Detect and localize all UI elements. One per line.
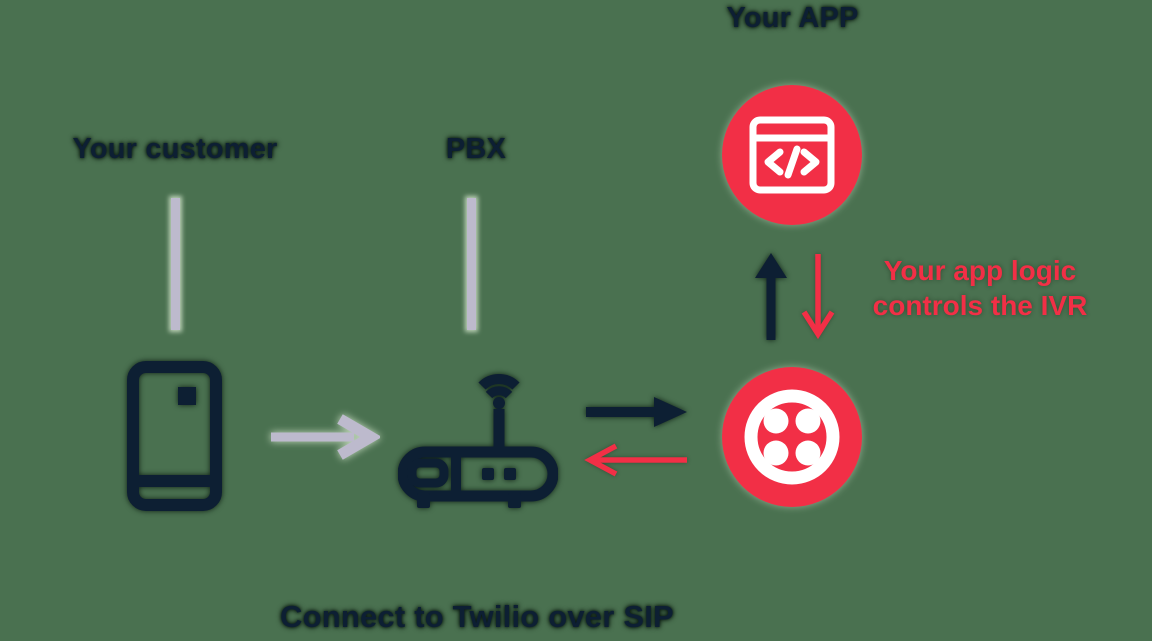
annotation-app-logic-line2: controls the IVR [872,290,1088,321]
label-your-customer: Your customer [72,133,278,165]
app-node-circle [722,85,862,225]
phone-camera-dot [178,387,196,405]
wifi-arc-outer [478,373,520,390]
label-pbx: PBX [445,133,507,165]
label-your-app: Your APP [726,2,859,34]
diagram-caption: Connect to Twilio over SIP [280,599,674,634]
twilio-logo [744,389,840,485]
mobile-phone-icon [127,361,222,511]
dark-arrow-up-icon [755,253,787,340]
code-browser-icon [749,116,835,194]
connector-line-pbx [467,198,476,330]
dark-arrow-right-icon [586,397,687,427]
connector-line-customer [171,198,180,330]
wifi-arc-inner [485,386,513,399]
annotation-app-logic-line1: Your app logic [883,255,1077,286]
red-arrow-down-icon [801,254,835,340]
code-angle-left [764,148,784,176]
router-icon [398,373,558,508]
light-arrow-right-icon [271,414,380,460]
twilio-node-circle [722,367,862,507]
annotation-app-logic: Your app logic controls the IVR [855,253,1105,323]
code-slash [784,145,801,179]
code-angle-right [800,148,820,176]
red-arrow-left-icon [584,443,687,477]
